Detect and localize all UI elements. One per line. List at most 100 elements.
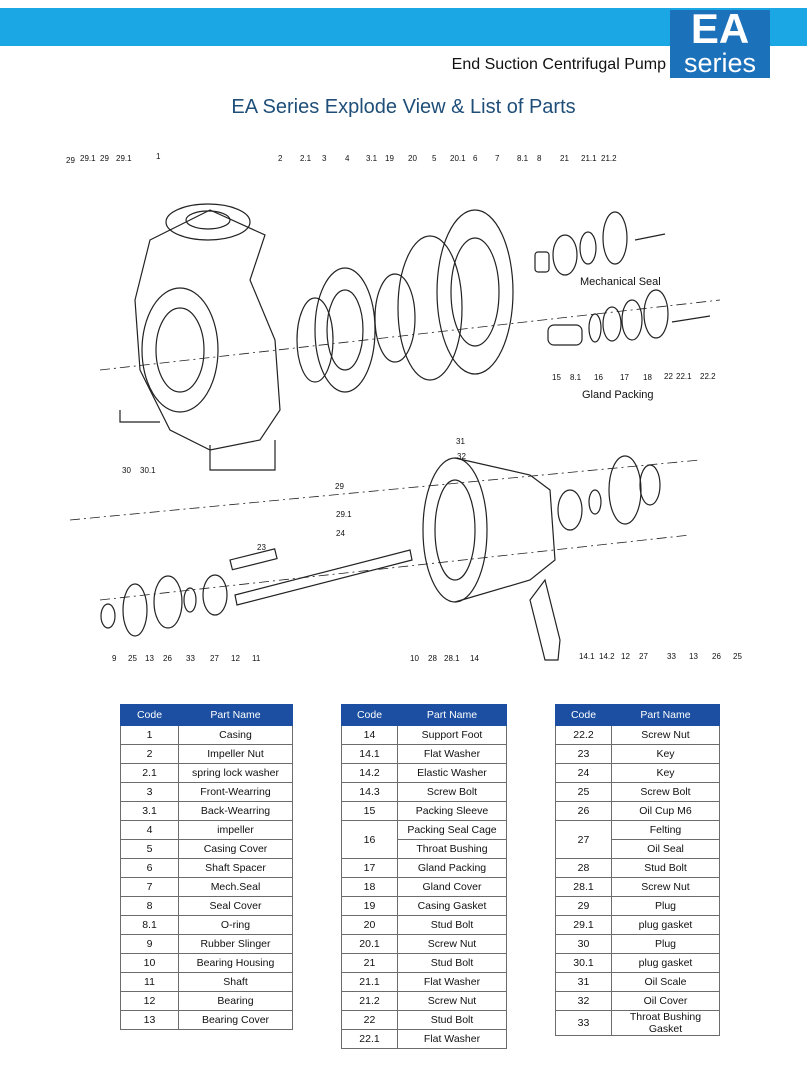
- part-name-cell: Screw Bolt: [397, 782, 507, 802]
- callout: 15: [552, 373, 561, 382]
- code-cell: 12: [120, 991, 179, 1011]
- rubber-slinger-part: [100, 603, 116, 629]
- callout: 9: [112, 654, 117, 663]
- callout: 8.1: [570, 373, 582, 382]
- callout: 13: [145, 654, 154, 663]
- code-cell: 23: [555, 744, 612, 764]
- impeller-part: [314, 267, 376, 393]
- part-name-cell: Screw Nut: [397, 991, 507, 1011]
- part-name-cell: Impeller Nut: [178, 744, 293, 764]
- part-name-cell: Screw Nut: [611, 877, 720, 897]
- code-cell: 1: [120, 725, 179, 745]
- code-cell: 22.1: [341, 1029, 398, 1049]
- part-name-cell: Key: [611, 763, 720, 783]
- code-cell: 30: [555, 934, 612, 954]
- casing-cover-part: [436, 209, 514, 375]
- part-name-cell: Bearing Cover: [178, 1010, 293, 1030]
- callout: 1: [156, 152, 161, 161]
- part-name-cell: Throat Bushing: [397, 839, 507, 859]
- callout: 26: [163, 654, 172, 663]
- code-cell: 9: [120, 934, 179, 954]
- part-name-cell: Flat Washer: [397, 744, 507, 764]
- callout: 25: [733, 652, 742, 661]
- code-cell: 7: [120, 877, 179, 897]
- part-name-cell: Gland Cover: [397, 877, 507, 897]
- callout: 14.2: [599, 652, 615, 661]
- gland-cover-part: [643, 289, 669, 339]
- code-cell: 32: [555, 991, 612, 1011]
- callouts-top: 29 29.1 29 29.1 1 2 2.1 3 4 3.1 19 20 5 …: [66, 152, 617, 165]
- packing-sleeve-part: [547, 324, 583, 346]
- code-cell: 13: [120, 1010, 179, 1030]
- front-wearring-part: [296, 297, 334, 383]
- callout: 28.1: [444, 654, 460, 663]
- callout: 23: [257, 543, 266, 552]
- callout: 29: [335, 482, 344, 491]
- callout: 2: [278, 154, 283, 163]
- code-cell: 2.1: [120, 763, 179, 783]
- code-cell: 29: [555, 896, 612, 916]
- callouts-bottom: 9 25 13 26 33 27 12 11 10 28 28.1 14 14.…: [112, 652, 742, 663]
- part-name-cell: Seal Cover: [178, 896, 293, 916]
- callout: 19: [385, 154, 394, 163]
- bearing-left-part: [202, 574, 228, 616]
- code-cell: 17: [341, 858, 398, 878]
- part-name-cell: Bearing Housing: [178, 953, 293, 973]
- callout: 30.1: [140, 466, 156, 475]
- code-cell: 19: [341, 896, 398, 916]
- part-name-cell: Screw Bolt: [611, 782, 720, 802]
- callout: 20: [408, 154, 417, 163]
- part-name-cell: Plug: [611, 934, 720, 954]
- part-name-cell: Flat Washer: [397, 1029, 507, 1049]
- seal-cover-part: [602, 211, 628, 265]
- callout: 17: [620, 373, 629, 382]
- code-cell: 30.1: [555, 953, 612, 973]
- part-name-cell: plug gasket: [611, 915, 720, 935]
- part-name-cell: Front-Wearring: [178, 782, 293, 802]
- code-cell: 14.1: [341, 744, 398, 764]
- column-header-code: Code: [341, 704, 398, 726]
- column-header-part-name: Part Name: [397, 704, 507, 726]
- code-cell: 20: [341, 915, 398, 935]
- callout: 21: [560, 154, 569, 163]
- callout: 5: [432, 154, 437, 163]
- code-cell: 20.1: [341, 934, 398, 954]
- callout: 18: [643, 373, 652, 382]
- part-name-cell: Support Foot: [397, 725, 507, 745]
- code-cell: 21.1: [341, 972, 398, 992]
- code-cell: 15: [341, 801, 398, 821]
- callout: 26: [712, 652, 721, 661]
- callout: 2.1: [300, 154, 312, 163]
- shaft-spacer-part: [534, 251, 550, 273]
- part-name-cell: Oil Seal: [611, 839, 720, 859]
- code-cell: 3.1: [120, 801, 179, 821]
- part-name-cell: Rubber Slinger: [178, 934, 293, 954]
- brand-logo-ea: EA: [690, 5, 750, 52]
- callout: 27: [639, 652, 648, 661]
- code-cell: 28: [555, 858, 612, 878]
- callout: 14: [470, 654, 479, 663]
